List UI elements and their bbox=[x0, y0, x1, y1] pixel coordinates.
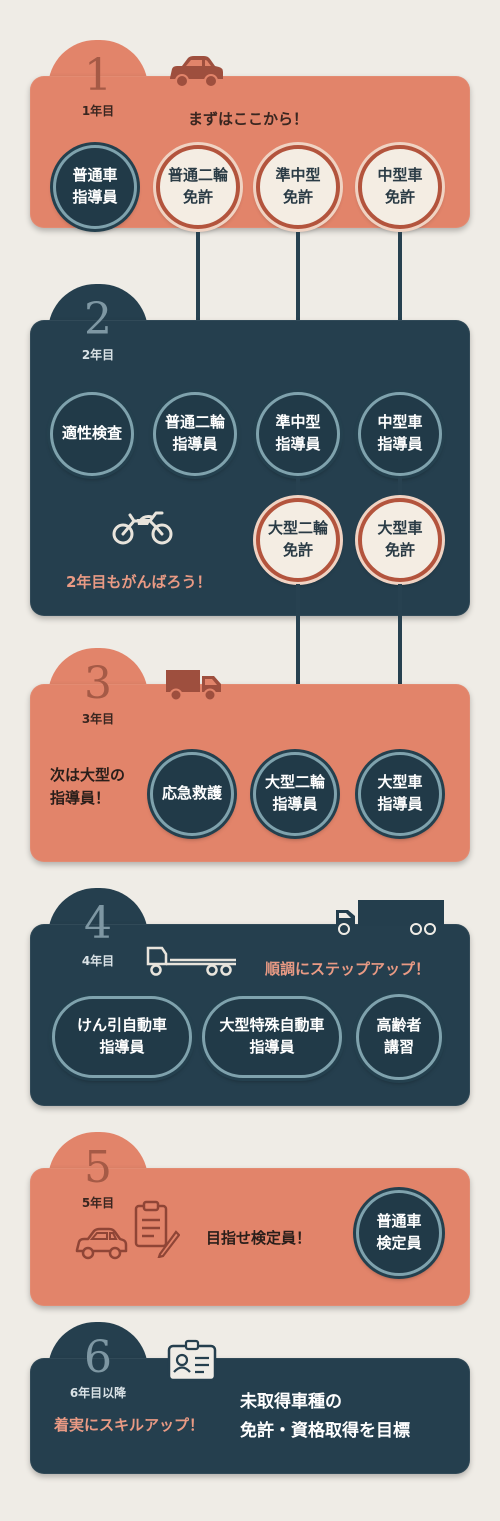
stage4-number: 4 bbox=[84, 898, 112, 949]
stage3-slogan: 次は大型の 指導員！ bbox=[50, 766, 126, 807]
stage2-number: 2 bbox=[84, 294, 112, 345]
stage4-item-3: 高齢者 講習 bbox=[356, 994, 442, 1080]
stage3-item-3: 大型車 指導員 bbox=[358, 752, 442, 836]
stage2-year: 2年目 bbox=[81, 348, 115, 362]
stage5-number: 5 bbox=[84, 1142, 112, 1193]
connector-junchugata bbox=[296, 476, 300, 498]
stage2-sub-item-1: 大型二輪 免許 bbox=[256, 498, 340, 582]
stage2-item-2: 普通二輪 指導員 bbox=[153, 392, 237, 476]
stage2-slogan: 2年目もがんばろう！ bbox=[66, 573, 212, 591]
stage3-item-1: 応急救護 bbox=[150, 752, 234, 836]
stage2-item-4: 中型車 指導員 bbox=[358, 392, 442, 476]
stage5-item-1: 普通車 検定員 bbox=[356, 1190, 442, 1276]
stage2-item-1: 適性検査 bbox=[50, 392, 134, 476]
stage5-slogan: 目指せ検定員！ bbox=[206, 1229, 312, 1247]
semi-truck-icon bbox=[336, 900, 444, 935]
stage3-number: 3 bbox=[84, 658, 112, 709]
stage2-sub-item-2: 大型車 免許 bbox=[358, 498, 442, 582]
stage3-year: 3年目 bbox=[81, 712, 115, 726]
stage6-panel bbox=[30, 1358, 470, 1474]
clipboard-icon bbox=[134, 1200, 180, 1258]
motorcycle-icon bbox=[112, 511, 173, 545]
stage5-year: 5年目 bbox=[81, 1196, 115, 1210]
stage1-year: 1年目 bbox=[81, 104, 115, 118]
stage1-number: 1 bbox=[84, 50, 112, 101]
stage6-goal: 未取得車種の 免許・資格取得を目標 bbox=[240, 1392, 410, 1441]
trailer-icon bbox=[146, 946, 236, 976]
stage4-item-1: けん引自動車 指導員 bbox=[52, 996, 192, 1078]
stage6-slogan: 着実にスキルアップ！ bbox=[54, 1416, 205, 1434]
stage6-number: 6 bbox=[84, 1332, 112, 1383]
stage3-item-2: 大型二輪 指導員 bbox=[253, 752, 337, 836]
stage6-year: 6年目以降 bbox=[69, 1386, 127, 1400]
stage1-item-1: 普通車 指導員 bbox=[53, 145, 137, 229]
stage1-item-4: 中型車 免許 bbox=[358, 145, 442, 229]
id-card-icon bbox=[167, 1339, 217, 1382]
truck-icon bbox=[166, 670, 221, 702]
stage4-year: 4年目 bbox=[81, 954, 115, 968]
stage1-item-3: 準中型 免許 bbox=[256, 145, 340, 229]
connector-chugata bbox=[398, 476, 402, 498]
stage4-item-2: 大型特殊自動車 指導員 bbox=[202, 996, 342, 1078]
stage1-slogan: まずはここから！ bbox=[188, 110, 309, 128]
car-icon bbox=[170, 56, 223, 88]
stage4-slogan: 順調にステップアップ！ bbox=[265, 960, 431, 978]
car-outline-icon bbox=[75, 1227, 128, 1260]
stage2-item-3: 準中型 指導員 bbox=[256, 392, 340, 476]
stage1-item-2: 普通二輪 免許 bbox=[156, 145, 240, 229]
